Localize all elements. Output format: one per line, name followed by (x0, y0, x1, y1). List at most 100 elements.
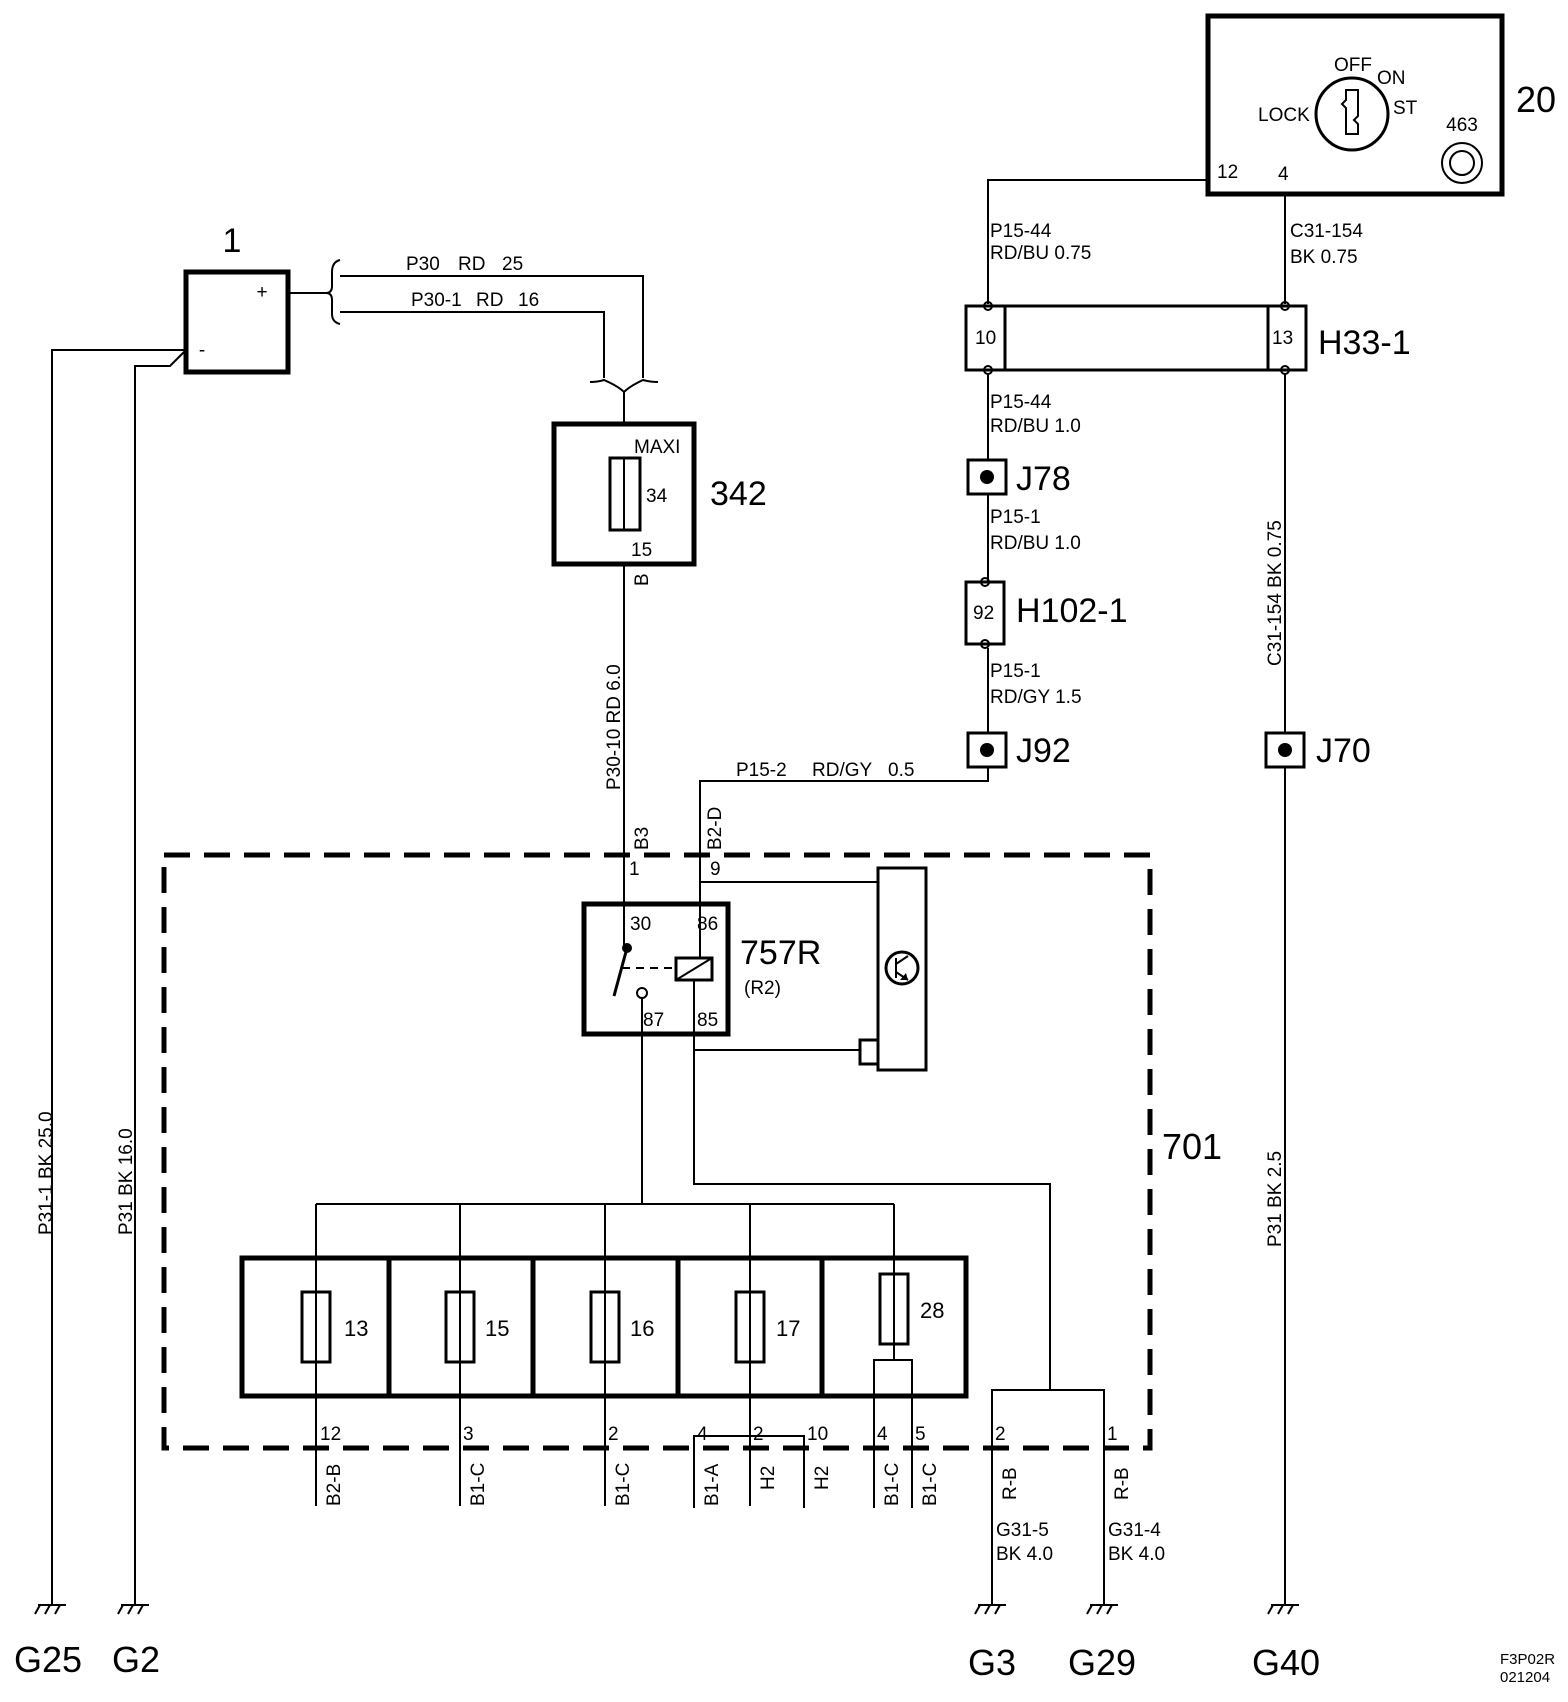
fuse-16-number: 16 (630, 1316, 654, 1341)
wire-p31-1-ground (51, 349, 186, 1605)
wire-c31-154-top-spec: BK 0.75 (1290, 247, 1358, 268)
splice-j92-label: J92 (1016, 732, 1071, 770)
ground-label-g2: G2 (112, 1639, 160, 1680)
ground-icon-g40 (1267, 1604, 1299, 1615)
ignition-position-lock: LOCK (1258, 105, 1310, 126)
wire-c31-154-top-name: C31-154 (1290, 221, 1363, 242)
fuse-box-701-number: 701 (1162, 1126, 1222, 1167)
relay-coil-diagonal (675, 957, 713, 981)
transistor-module (876, 866, 928, 1072)
wire-p15-44-top-name: P15-44 (990, 221, 1052, 242)
battery: 1 + - (183, 222, 291, 375)
relay-pin-85: 85 (697, 1010, 718, 1031)
ignition-switch-box (1205, 13, 1505, 197)
fuse-28-pin-b: 5 (915, 1424, 926, 1445)
figure-code-line-2: 021204 (1500, 1669, 1550, 1686)
fuse-15-pin: 3 (463, 1424, 474, 1445)
wire-p15-44-top-spec: RD/BU 0.75 (990, 243, 1091, 264)
ground-icon-g3 (974, 1604, 1006, 1615)
connector-h102-1-body (964, 580, 1006, 646)
fuse-16-connector: B1-C (613, 1463, 634, 1506)
connector-h33-1-number: H33-1 (1318, 324, 1411, 362)
maxi-fuse-block-number: 342 (710, 475, 767, 513)
wire-g31-4-name: G31-4 (1108, 1520, 1161, 1541)
wire-p15-2-size: 0.5 (888, 760, 914, 781)
fuse-16-pin: 2 (608, 1424, 619, 1445)
transistor-icon (884, 950, 920, 986)
wire-p30-1 (340, 311, 605, 378)
fuse-13-pin: 12 (320, 1424, 341, 1445)
ground-symbols (34, 1604, 1299, 1615)
wire-p15-2-color: RD/GY (812, 760, 873, 781)
transistor-emitter-arrow (900, 973, 908, 980)
wire-p15-1-b-spec: RD/GY 1.5 (990, 687, 1082, 708)
maxi-fuse-connector: B (632, 573, 653, 586)
wire-p15-44-mid-name: P15-44 (990, 392, 1052, 413)
relay-pin-86: 86 (697, 914, 718, 935)
fuse-28-number: 28 (920, 1298, 944, 1323)
ignition-sub-number: 463 (1446, 115, 1478, 136)
connector-h102-1-pin-top (980, 577, 990, 587)
wire-p31-16-label: P31 BK 16.0 (116, 1128, 137, 1235)
wire-p30-1-size: 16 (518, 290, 539, 311)
ground-connector-a: R-B (1000, 1467, 1021, 1500)
fuse-15-connector: B1-C (468, 1463, 489, 1506)
ground-label-g3: G3 (968, 1642, 1016, 1683)
connector-h102-1-pin: 92 (973, 603, 994, 624)
figure-code-line-1: F3P02R (1500, 1651, 1555, 1668)
fuse-box-entry-pin-9: 9 (710, 859, 721, 880)
connector-h33-1-dividers (1003, 306, 1270, 370)
ground-label-g25: G25 (14, 1639, 82, 1680)
fuse-13-connector: B2-B (324, 1464, 345, 1506)
battery-minus-sign: - (199, 340, 205, 361)
fuse-row-dividers (386, 1258, 825, 1396)
fuse-28-connector-b: B1-C (920, 1463, 941, 1506)
battery-positive-brace (325, 259, 341, 325)
splice-j70-dot (1278, 743, 1292, 757)
connector-h33-1-pin-13: 13 (1272, 328, 1293, 349)
maxi-fuse-type: MAXI (634, 437, 680, 458)
wire-p30-10-label: P30-10 RD 6.0 (604, 664, 625, 790)
fuse-box-entry-connector-b2d: B2-D (705, 807, 726, 850)
fuse-box-entry-connector-b3: B3 (632, 827, 653, 850)
wire-p30-color: RD (458, 254, 485, 275)
battery-box (183, 269, 291, 375)
fuse-15-number: 15 (485, 1316, 509, 1341)
connector-h33-1-pin-10: 10 (975, 328, 996, 349)
relay-number: 757R (740, 934, 821, 972)
ground-label-g40: G40 (1252, 1642, 1320, 1683)
ground-pin-2: 2 (995, 1424, 1006, 1445)
connector-h102-1: 92 H102-1 (964, 577, 1128, 649)
fuse-28-pin-a: 4 (877, 1424, 888, 1445)
maxi-fuse-block: MAXI 34 15 342 B (551, 421, 767, 586)
wire-c31-154-vert-label: C31-154 BK 0.75 (1265, 520, 1286, 666)
relay-box (581, 901, 731, 1037)
fuse-28-connector-a: B1-C (882, 1463, 903, 1506)
maxi-fuse-number: 34 (646, 486, 668, 507)
relay-pin-30: 30 (630, 914, 651, 935)
gear-icon-inner (1449, 150, 1475, 176)
wire-p30-name: P30 (406, 254, 440, 275)
connector-h33-1: 10 13 H33-1 (964, 301, 1411, 375)
ground-icon-g2 (117, 1604, 149, 1615)
wire-relay-85-ground (693, 1034, 1051, 1390)
fuse-box-701-outline (161, 852, 1153, 1451)
connector-h33-1-body (964, 304, 1308, 372)
ignition-switch-number: 20 (1516, 79, 1556, 120)
wire-p30-size: 25 (502, 254, 523, 275)
fuse-17-connector-a: B1-A (702, 1463, 723, 1506)
ignition-position-on: ON (1377, 68, 1406, 89)
wire-fuse-box-ground (991, 1389, 1105, 1605)
ignition-pin-4: 4 (1278, 164, 1289, 185)
wire-p30-1-color: RD (476, 290, 503, 311)
ground-pin-1: 1 (1107, 1424, 1118, 1445)
wire-p31-ground (134, 349, 187, 1605)
ground-connector-b: R-B (1112, 1467, 1133, 1500)
ignition-position-off: OFF (1334, 55, 1372, 76)
splice-j78-label: J78 (1016, 460, 1071, 498)
ground-icon-g29 (1086, 1604, 1118, 1615)
wire-p31-25-label: P31 BK 2.5 (1265, 1151, 1286, 1247)
maxi-input-brace (589, 378, 659, 394)
ground-label-g29: G29 (1068, 1642, 1136, 1683)
ground-icon-g25 (34, 1604, 66, 1615)
